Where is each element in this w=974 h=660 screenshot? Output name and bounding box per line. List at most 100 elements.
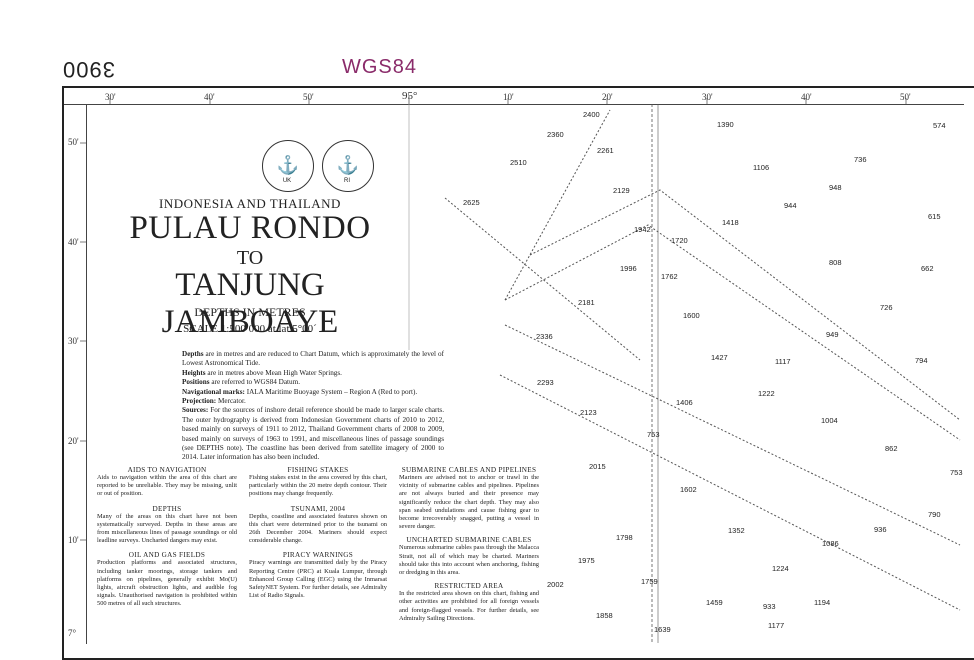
- section-title: FISHING STAKES: [287, 466, 349, 474]
- lon-tick-label: 95°: [402, 90, 418, 102]
- depth-sounding: 615: [928, 212, 941, 221]
- lat-tick-label: 10': [68, 535, 79, 545]
- depth-sounding: 1639: [654, 625, 671, 634]
- section-text: Fishing stakes exist in the area covered…: [249, 474, 387, 498]
- note-text: IALA Maritime Buoyage System – Region A …: [246, 387, 418, 396]
- note-label: Projection:: [182, 397, 217, 406]
- note-label: Heights: [182, 368, 206, 377]
- lat-tick-label: 20': [68, 436, 79, 446]
- seal-left-label: UK: [282, 178, 292, 184]
- depth-sounding: 1117: [775, 357, 791, 366]
- depth-sounding: 1418: [722, 218, 739, 227]
- depth-sounding: 2261: [597, 146, 614, 155]
- depth-sounding: 1390: [717, 120, 734, 129]
- lat-tick-label: 40': [68, 237, 79, 247]
- depth-sounding: 1352: [728, 526, 745, 535]
- depth-sounding: 574: [933, 121, 946, 130]
- depth-sounding: 936: [874, 525, 887, 534]
- depth-sounding: 2293: [537, 378, 554, 387]
- chart-frame: [62, 86, 974, 660]
- section-title: AIDS TO NAVIGATION: [127, 466, 207, 474]
- depth-sounding: 949: [826, 330, 839, 339]
- section-title: DEPTHS: [152, 504, 182, 513]
- note-text: are in metres above Mean High Water Spri…: [207, 368, 342, 377]
- chart-graphics: [80, 96, 961, 643]
- note-text: For the sources of inshore detail refere…: [182, 406, 445, 462]
- depth-sounding: 1600: [683, 311, 700, 320]
- lon-tick-label: 30': [105, 92, 116, 102]
- depth-sounding: 753: [950, 468, 963, 477]
- note-text: are in metres and are reduced to Chart D…: [182, 350, 444, 368]
- depth-sounding: 2181: [578, 298, 595, 307]
- notes-column-3: SUBMARINE CABLES AND PIPELINES Mariners …: [399, 466, 539, 623]
- depth-sounding: 790: [928, 510, 941, 519]
- depth-sounding: 2625: [463, 198, 480, 207]
- chart-notes: Depths are in metres and are reduced to …: [182, 350, 444, 463]
- lon-tick-label: 50': [303, 92, 314, 102]
- depth-sounding: 1975: [578, 556, 595, 565]
- depth-sounding: 1427: [711, 353, 728, 362]
- note-label: Depths: [182, 350, 204, 358]
- cable-route: [504, 224, 961, 441]
- section-title: SUBMARINE CABLES AND PIPELINES: [401, 466, 537, 474]
- depth-sounding: 948: [829, 183, 842, 192]
- depth-sounding: 1942: [634, 225, 651, 234]
- section-title: TSUNAMI, 2004: [290, 504, 346, 513]
- depth-sounding: 1224: [772, 564, 789, 573]
- notes-column-1: AIDS TO NAVIGATION Aids to navigation wi…: [97, 466, 237, 609]
- depth-sounding: 736: [854, 155, 867, 164]
- depth-sounding: 1996: [620, 264, 637, 273]
- depth-sounding: 1759: [641, 577, 658, 586]
- datum-label: WGS84: [342, 56, 418, 78]
- depth-sounding: 794: [915, 356, 928, 365]
- section-text: Depths, coastline and associated feature…: [249, 512, 387, 545]
- indonesia-hydrographic-seal: ⚓: [322, 140, 374, 192]
- depth-sounding: 1177: [768, 621, 785, 630]
- lon-tick-label: 40': [801, 92, 812, 102]
- chart-scale: SCALE 1:500 000 at lat 5°00´: [183, 323, 317, 335]
- depth-sounding: 726: [880, 303, 893, 312]
- depth-sounding: 1602: [680, 485, 697, 494]
- depth-sounding: 753: [647, 430, 660, 439]
- seal-right-label: RI: [344, 178, 350, 184]
- section-text: Aids to navigation within the area of th…: [97, 474, 237, 498]
- lon-tick-label: 40': [204, 92, 215, 102]
- cable-route: [504, 109, 611, 301]
- cable-route: [529, 189, 961, 421]
- depth-sounding: 1004: [821, 416, 838, 425]
- note-text: Mercator.: [218, 397, 246, 406]
- lon-tick-label: 30': [702, 92, 713, 102]
- depth-sounding: 2123: [580, 408, 597, 417]
- anchor-icon: ⚓: [276, 155, 300, 175]
- depth-sounding: 1406: [676, 398, 693, 407]
- chart-title-line2: TO: [236, 247, 264, 269]
- latitude-scale: [64, 104, 87, 644]
- cable-route: [499, 374, 961, 611]
- note-label: Sources:: [182, 406, 209, 415]
- chart-region: INDONESIA AND THAILAND: [159, 196, 341, 211]
- section-text: In the restricted area shown on this cha…: [399, 590, 539, 622]
- note-label: Positions: [182, 378, 210, 387]
- depth-sounding: 2002: [547, 580, 564, 589]
- depth-sounding: 1194: [814, 598, 831, 607]
- depth-sounding: 1222: [758, 389, 775, 398]
- section-title: UNCHARTED SUBMARINE CABLES: [406, 536, 532, 545]
- lat-tick-label: 7°: [68, 628, 77, 638]
- depth-sounding: 2400: [583, 110, 600, 119]
- depth-sounding: 1720: [671, 236, 688, 245]
- depth-sounding: 1459: [706, 598, 723, 607]
- depth-sounding: 2510: [510, 158, 527, 167]
- section-title: OIL AND GAS FIELDS: [128, 551, 206, 560]
- section-text: Many of the areas on this chart have not…: [97, 512, 237, 545]
- anchor-icon: ⚓: [336, 155, 360, 175]
- section-title: RESTRICTED AREA: [434, 582, 504, 591]
- chart-title-line3: TANJUNG JAMBOAYE: [161, 267, 339, 340]
- section-text: Production platforms and associated stru…: [97, 559, 237, 608]
- lon-tick-label: 10': [503, 92, 514, 102]
- section-title: PIRACY WARNINGS: [282, 551, 354, 560]
- depth-sounding: 1762: [661, 272, 678, 281]
- lat-tick-label: 30': [68, 336, 79, 346]
- depth-sounding: 2129: [613, 186, 630, 195]
- chart-title-line1: PULAU RONDO: [129, 210, 371, 246]
- depth-sounding: 2015: [589, 462, 606, 471]
